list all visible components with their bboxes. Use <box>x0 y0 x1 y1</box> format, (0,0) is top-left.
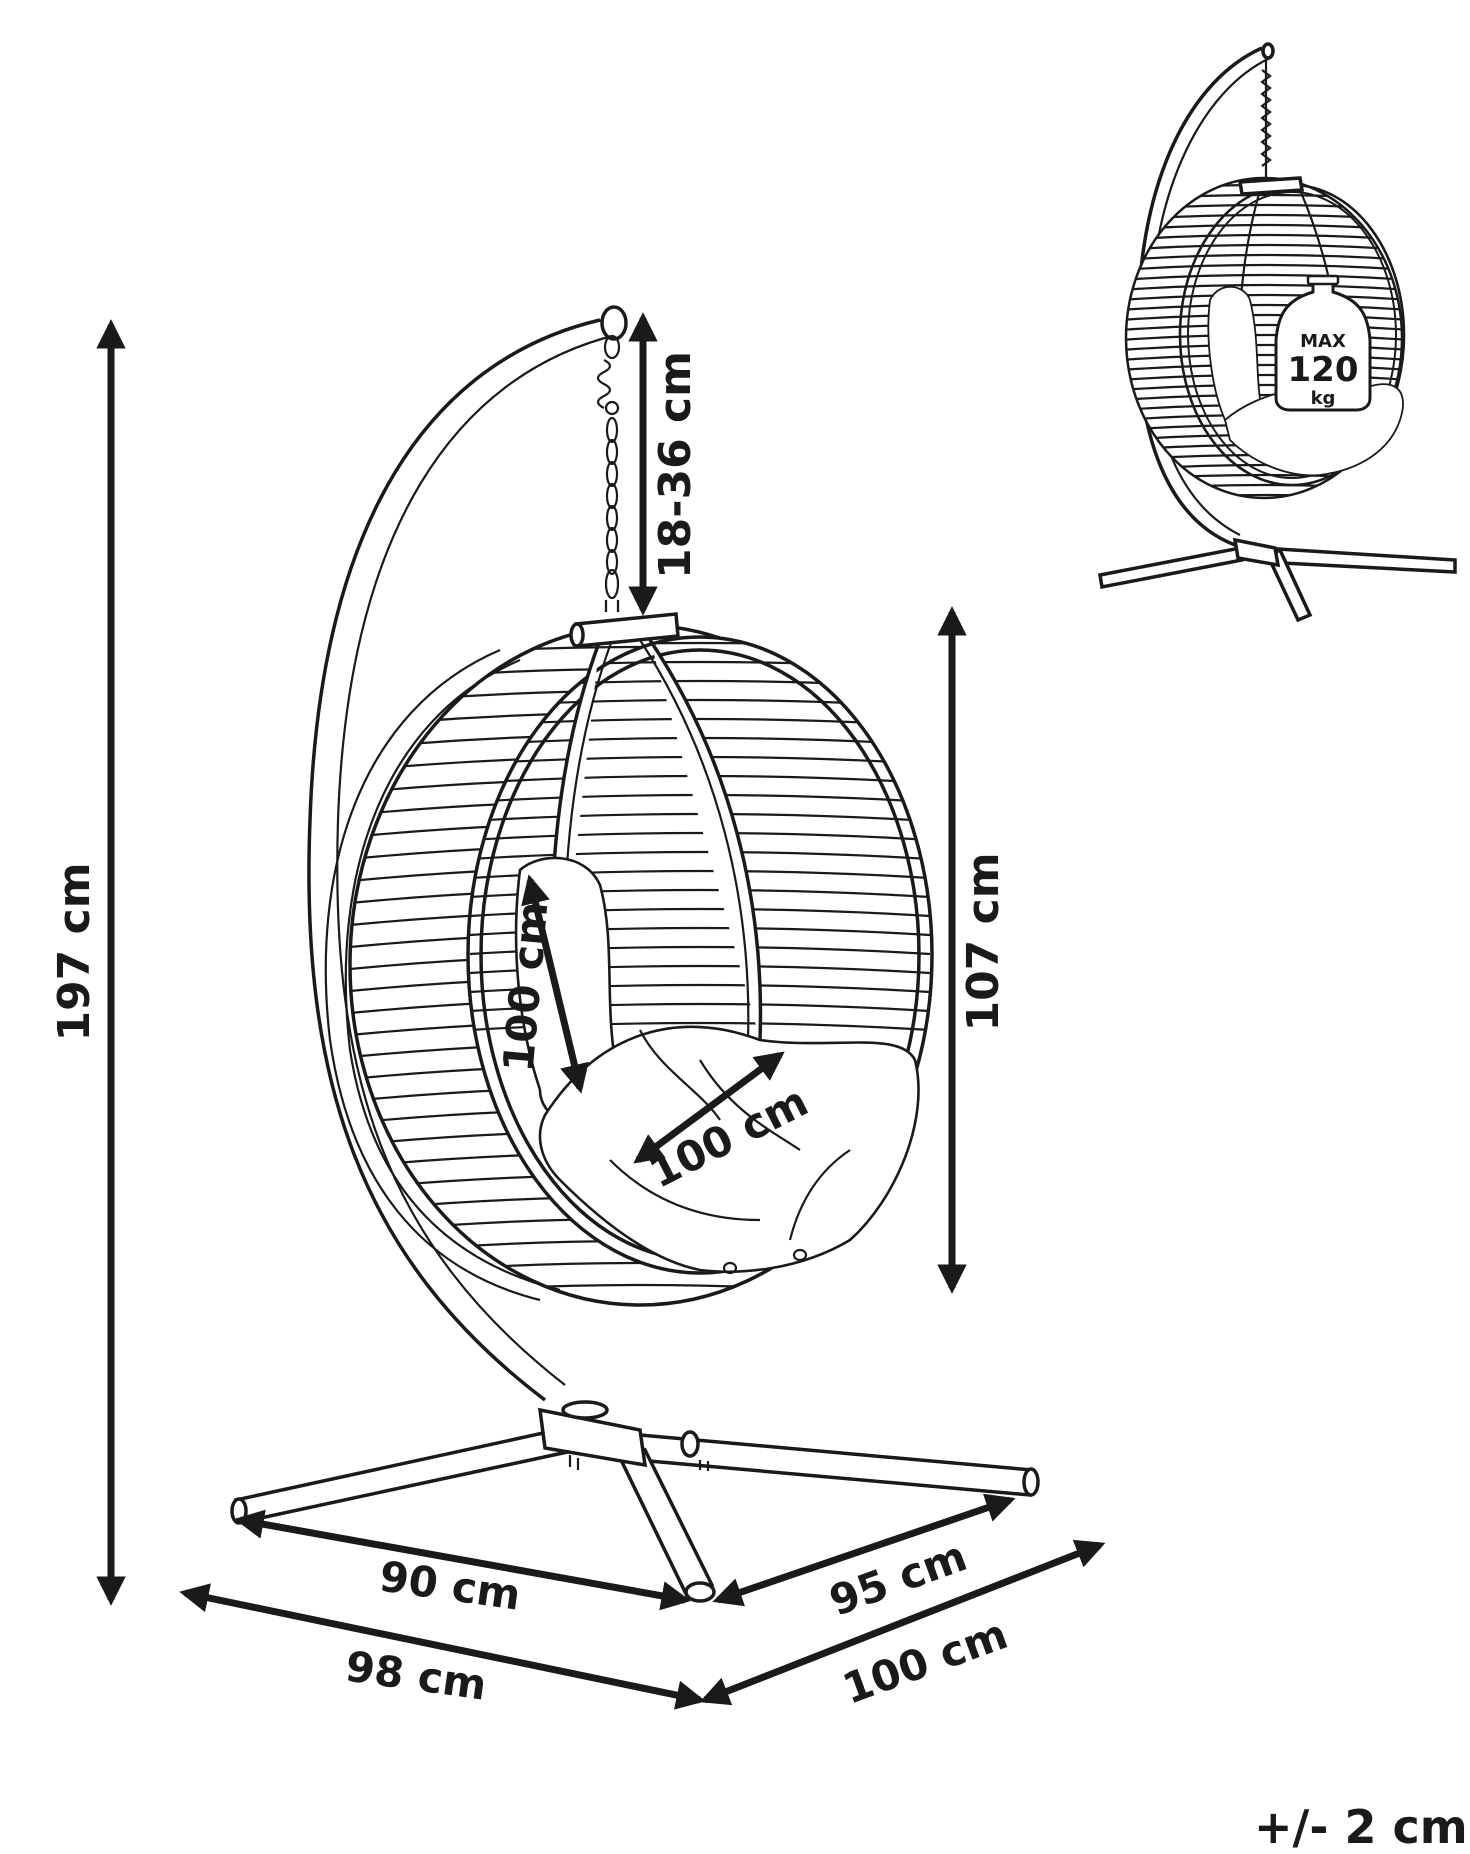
weave-line <box>1126 363 1402 372</box>
label-base-outer-depth: 100 cm <box>836 1609 1013 1714</box>
weave-line <box>1126 273 1402 282</box>
max-weight-value: 120 <box>1288 350 1359 390</box>
weave-line <box>1126 343 1402 352</box>
weave-line <box>1126 323 1402 332</box>
weave-line <box>469 850 931 861</box>
weave-line <box>1126 263 1402 272</box>
dimension-arrows <box>96 312 1106 1710</box>
label-chain-length: 18-36 cm <box>650 351 701 579</box>
weave-line <box>1126 253 1402 262</box>
max-weight-label: MAX <box>1300 331 1346 352</box>
max-weight-unit: kg <box>1311 388 1336 409</box>
tolerance-note: +/- 2 cm <box>1254 1800 1468 1854</box>
label-base-inner-depth: 95 cm <box>823 1531 973 1626</box>
thumbnail-chair: MAX 120 kg <box>1097 42 1457 623</box>
label-base-inner-width: 90 cm <box>376 1552 523 1620</box>
label-total-height: 197 cm <box>49 862 100 1041</box>
weave-line <box>1126 353 1402 362</box>
label-basket-height: 107 cm <box>958 852 1009 1031</box>
weave-line <box>469 831 931 842</box>
chain <box>596 334 621 612</box>
weave-line <box>1126 313 1402 322</box>
weave-line <box>1126 333 1402 342</box>
weave-line <box>1126 243 1402 252</box>
max-weight-icon: MAX 120 kg <box>1274 274 1372 412</box>
weave-line <box>1126 283 1402 292</box>
weave-line <box>1126 373 1402 382</box>
weave-line <box>1126 303 1402 312</box>
weave-line <box>1126 293 1402 302</box>
